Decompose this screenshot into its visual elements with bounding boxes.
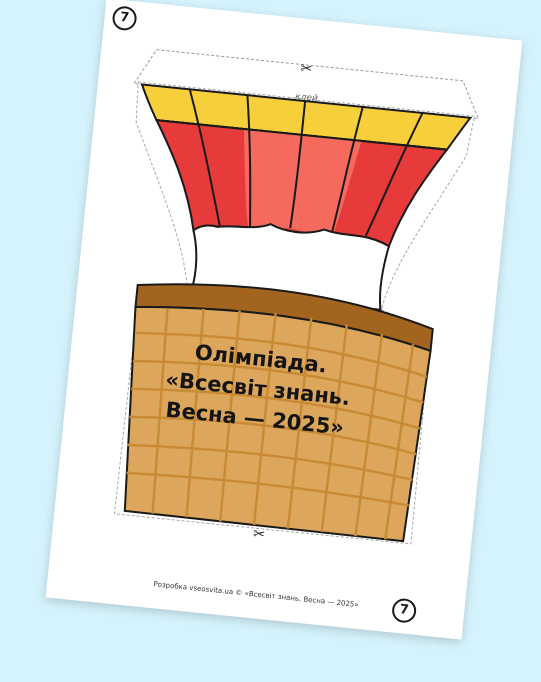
scissors-icon: ✂ xyxy=(252,526,266,544)
printable-sheet: 7 ✂ клей Олімпіада. «Всесвіт знань. Весн… xyxy=(45,0,523,640)
scissors-icon: ✂ xyxy=(299,60,313,78)
glue-tab xyxy=(133,49,480,120)
balloon-light-gores xyxy=(243,128,362,234)
hot-air-balloon-drawing xyxy=(113,49,480,545)
basket-weave xyxy=(126,308,428,540)
cut-outline xyxy=(113,81,476,545)
basket-body xyxy=(123,305,432,543)
